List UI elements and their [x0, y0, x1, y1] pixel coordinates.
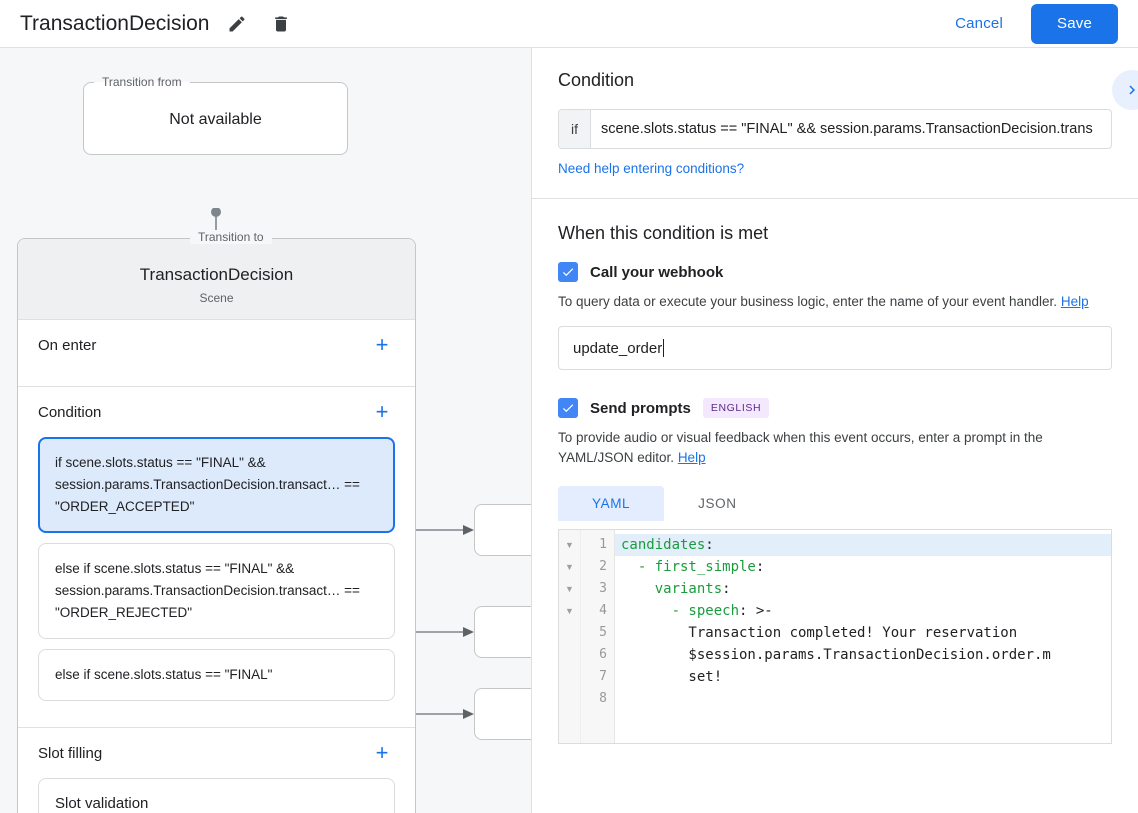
fold-toggle-line-2[interactable]: ▼ — [565, 562, 574, 572]
tab-yaml[interactable]: YAML — [558, 486, 665, 521]
fold-toggle-line-6 — [559, 644, 580, 666]
webhook-checkbox[interactable] — [558, 262, 578, 282]
code-line[interactable]: Transaction completed! Your reservation — [621, 625, 1018, 641]
webhook-handler-input[interactable]: update_order — [558, 326, 1112, 370]
add-slot-filling-button[interactable]: + — [375, 740, 389, 765]
line-number: 1 — [599, 537, 607, 552]
code-area[interactable]: candidates: - first_simple: variants: - … — [615, 530, 1111, 743]
yaml-editor[interactable]: ▼ ▼ ▼ ▼ 1 2 3 4 5 6 7 8 candidates: - first_simple… — [558, 529, 1112, 744]
condition-detail-section: Condition if scene.slots.status == "FINA… — [532, 48, 1138, 199]
top-app-bar: TransactionDecision Cancel Save — [0, 0, 1138, 48]
fold-gutter: ▼ ▼ ▼ ▼ — [559, 530, 581, 743]
add-condition-button[interactable]: + — [375, 399, 389, 424]
expand-panel-button[interactable] — [1112, 70, 1138, 110]
webhook-checkbox-row[interactable]: Call your webhook — [558, 262, 1112, 282]
condition-expression-input[interactable]: scene.slots.status == "FINAL" && session… — [601, 121, 1093, 137]
slot-filling-title: Slot filling — [38, 744, 103, 762]
on-enter-header: On enter + — [38, 320, 395, 370]
language-badge: ENGLISH — [702, 398, 770, 418]
on-enter-title: On enter — [38, 336, 97, 354]
fold-toggle-line-5 — [559, 622, 580, 644]
scene-header[interactable]: TransactionDecision Scene — [18, 239, 415, 320]
fold-toggle-line-4[interactable]: ▼ — [565, 606, 574, 616]
text-caret — [663, 339, 665, 357]
editor-format-tabs: YAML JSON — [558, 486, 1112, 521]
scene-type: Scene — [199, 291, 234, 305]
transition-from-value: Not available — [169, 110, 262, 128]
webhook-help-link[interactable]: Help — [1060, 294, 1089, 309]
line-number: 8 — [599, 691, 607, 706]
line-number-gutter: 1 2 3 4 5 6 7 8 — [581, 530, 615, 743]
webhook-label: Call your webhook — [590, 263, 724, 281]
detail-panel: Condition if scene.slots.status == "FINA… — [531, 48, 1138, 813]
target-node-1[interactable] — [474, 504, 531, 556]
webhook-handler-value: update_order — [573, 339, 663, 357]
webhook-description-text: To query data or execute your business l… — [558, 294, 1058, 309]
webhook-description: To query data or execute your business l… — [558, 292, 1112, 312]
section-condition: Condition + if scene.slots.status == "FI… — [18, 387, 415, 728]
code-line[interactable] — [615, 688, 1111, 710]
condition-met-section: When this condition is met Call your web… — [532, 199, 1138, 764]
code-line[interactable]: - first_simple: — [637, 559, 765, 575]
code-line[interactable]: - speech: >- — [671, 603, 773, 619]
code-line[interactable]: $session.params.TransactionDecision.orde… — [621, 647, 1051, 663]
if-prefix-label: if — [559, 110, 591, 148]
line-number: 4 — [599, 603, 607, 618]
scene-graph-panel: Transition from Not available Transition… — [0, 48, 531, 813]
condition-title: Condition — [38, 403, 102, 421]
cancel-button[interactable]: Cancel — [955, 15, 1003, 32]
condition-met-heading: When this condition is met — [558, 223, 769, 243]
tab-json[interactable]: JSON — [698, 496, 737, 511]
delete-button[interactable] — [265, 8, 297, 40]
section-slot-filling: Slot filling + Slot validation — [18, 728, 415, 813]
code-line[interactable]: set! — [621, 669, 723, 685]
trash-icon — [275, 16, 288, 31]
condition-card-accepted[interactable]: if scene.slots.status == "FINAL" && sess… — [38, 437, 395, 533]
fold-toggle-line-7 — [559, 666, 580, 688]
page-title: TransactionDecision — [20, 11, 210, 35]
prompts-description: To provide audio or visual feedback when… — [558, 428, 1112, 468]
edit-name-button[interactable] — [221, 8, 253, 40]
fold-toggle-line-8 — [559, 688, 580, 710]
fold-toggle-line-3[interactable]: ▼ — [565, 584, 574, 594]
pencil-icon — [229, 15, 245, 31]
prompts-checkbox-row[interactable]: Send prompts ENGLISH — [558, 398, 1112, 418]
line-number: 5 — [599, 625, 607, 640]
prompts-label: Send prompts — [590, 399, 691, 417]
check-icon — [562, 268, 574, 277]
scene-name: TransactionDecision — [139, 265, 294, 284]
condition-card-rejected[interactable]: else if scene.slots.status == "FINAL" &&… — [38, 543, 395, 639]
line-number: 6 — [599, 647, 607, 662]
condition-detail-heading: Condition — [558, 70, 635, 90]
code-line[interactable]: candidates: — [615, 534, 1111, 556]
transition-from-legend: Transition from — [102, 75, 182, 89]
slot-filling-header: Slot filling + — [38, 728, 395, 778]
transition-to-legend: Transition to — [190, 230, 272, 244]
prompts-description-text: To provide audio or visual feedback when… — [558, 430, 1043, 465]
line-number: 3 — [599, 581, 607, 596]
condition-header: Condition + — [38, 387, 395, 437]
transition-from-node[interactable]: Transition from Not available — [83, 75, 348, 155]
prompts-checkbox[interactable] — [558, 398, 578, 418]
condition-input-row[interactable]: if scene.slots.status == "FINAL" && sess… — [558, 109, 1112, 149]
section-on-enter: On enter + — [18, 320, 415, 387]
target-node-2[interactable] — [474, 606, 531, 658]
add-on-enter-button[interactable]: + — [375, 332, 389, 357]
slot-validation-card[interactable]: Slot validation — [38, 778, 395, 813]
line-number: 2 — [599, 559, 607, 574]
transition-to-node: Transition to TransactionDecision Scene … — [17, 230, 416, 813]
condition-card-final[interactable]: else if scene.slots.status == "FINAL" — [38, 649, 395, 701]
save-button[interactable]: Save — [1031, 3, 1118, 44]
target-node-3[interactable] — [474, 688, 531, 740]
code-line[interactable]: variants: — [654, 581, 731, 597]
line-number: 7 — [599, 669, 607, 684]
fold-toggle-line-1[interactable]: ▼ — [565, 540, 574, 550]
conditions-help-link[interactable]: Need help entering conditions? — [558, 161, 745, 176]
chevron-right-icon — [1129, 85, 1135, 95]
prompts-help-link[interactable]: Help — [677, 450, 706, 465]
check-icon — [562, 404, 574, 413]
